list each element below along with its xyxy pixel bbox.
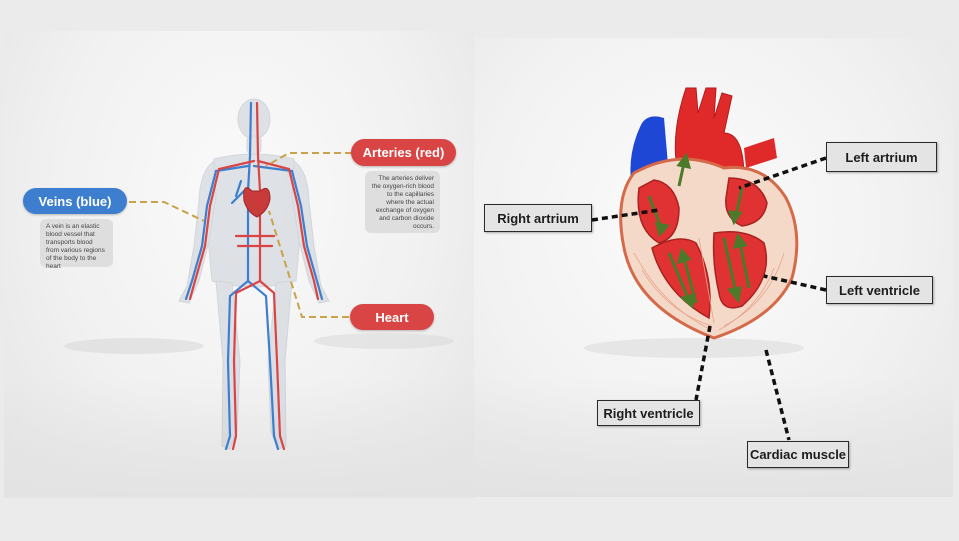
heart-anatomy-panel: Right artrium Left artrium Left ventricl… [474, 38, 953, 497]
blood-flow-arrows [647, 152, 751, 309]
floor-shading [474, 377, 953, 497]
circulatory-system-panel: Veins (blue) A vein is an elastic blood … [4, 31, 474, 498]
pulmonary-vessels [744, 138, 777, 168]
pointer-lines [591, 156, 827, 441]
floor-shading [4, 378, 474, 498]
heart-label: Heart [350, 304, 434, 330]
leader-lines [129, 152, 352, 318]
body-silhouette [178, 98, 330, 450]
right-atrium-chamber [637, 179, 680, 244]
arteries-label: Arteries (red) [351, 139, 456, 166]
heart-shadow [584, 338, 804, 358]
cardiac-muscle-label: Cardiac muscle [747, 441, 849, 468]
heart-shape [243, 187, 271, 218]
veins-description: A vein is an elastic blood vessel that t… [40, 219, 113, 270]
arteries-network [188, 101, 320, 451]
right-ventricle-label: Right ventricle [597, 400, 700, 426]
cardiac-muscle-texture [633, 237, 785, 331]
left-atrium-label: Left artrium [826, 142, 937, 172]
body-shadow [64, 338, 204, 354]
body-shadow [314, 333, 454, 349]
left-ventricle-label: Left ventricle [826, 276, 933, 304]
right-atrium-label: Right artrium [484, 204, 592, 232]
arteries-description: The arteries deliver the oxygen-rich blo… [365, 171, 440, 233]
heart-cross-section-illustration [584, 87, 827, 441]
veins-label: Veins (blue) [23, 188, 127, 214]
human-body-illustration [64, 98, 454, 451]
